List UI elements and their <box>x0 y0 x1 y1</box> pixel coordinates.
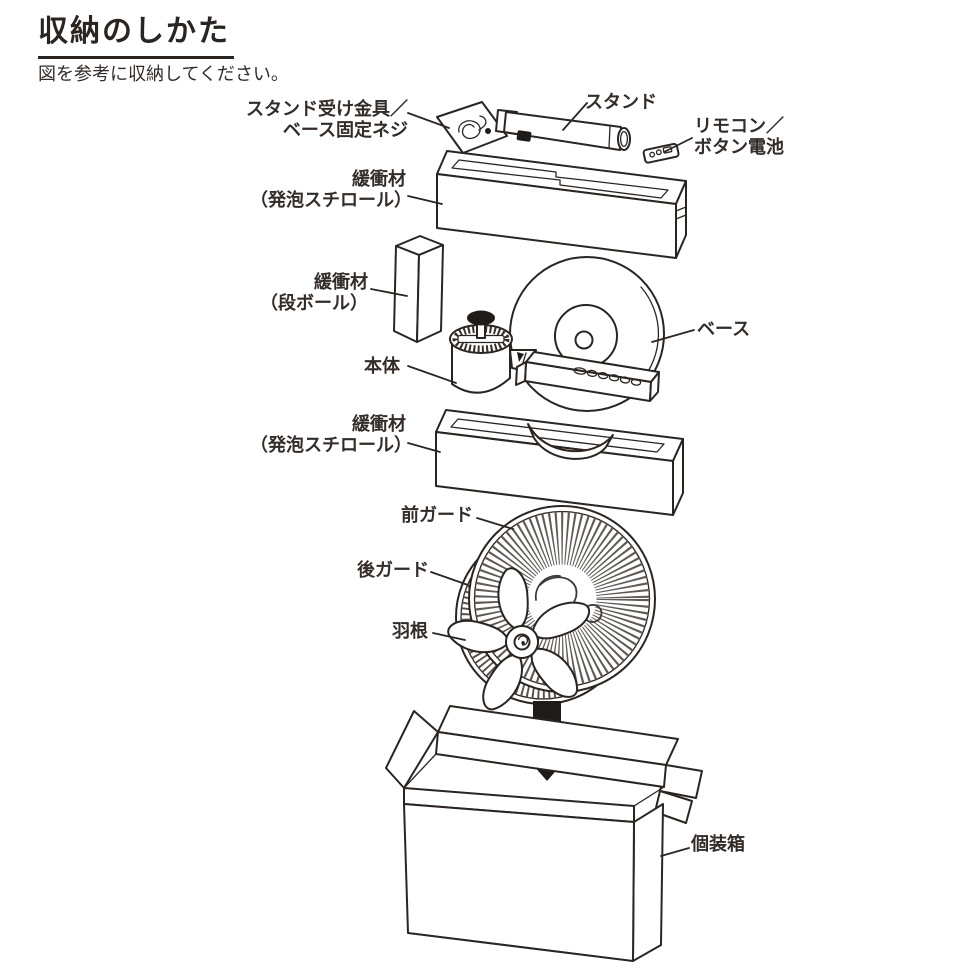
label-cushion-foam-top: 緩衝材 （発泡スチロール） <box>250 169 412 211</box>
foam-top-drawing <box>436 150 687 259</box>
page-title: 収納のしかた <box>38 6 234 59</box>
leader-line <box>562 102 588 131</box>
label-front-guard: 前ガード <box>401 505 473 526</box>
parts-bag-drawing <box>436 101 508 154</box>
label-stand-bracket: スタンド受け金具／ ベース固定ネジ <box>246 99 408 141</box>
body-drawing <box>449 310 513 394</box>
label-remote: リモコン／ ボタン電池 <box>694 116 784 158</box>
leader-line <box>407 442 441 453</box>
leader-line <box>407 195 443 205</box>
stand-drawing <box>495 109 631 151</box>
leader-line <box>430 571 469 586</box>
control-arm-drawing <box>509 349 660 402</box>
leader-line <box>663 137 693 153</box>
label-blade: 羽根 <box>392 621 428 642</box>
leader-line <box>407 365 457 384</box>
leader-line <box>432 632 466 641</box>
foam-bottom-drawing <box>435 409 684 516</box>
label-cushion-foam-bottom: 緩衝材 （発泡スチロール） <box>250 414 412 456</box>
carton-drawing <box>385 705 703 962</box>
blade-drawing <box>444 565 596 717</box>
leader-lines <box>370 102 695 857</box>
cardboard-cushion-drawing <box>393 235 444 343</box>
leader-line <box>651 329 695 343</box>
label-cushion-cardboard: 緩衝材 （段ボール） <box>260 272 368 314</box>
label-body: 本体 <box>364 356 400 377</box>
leader-line <box>660 847 690 857</box>
label-rear-guard: 後ガード <box>357 560 429 581</box>
label-stand: スタンド <box>585 92 657 113</box>
page-subtitle: 図を参考に収納してください。 <box>38 64 289 85</box>
label-base: ベース <box>697 319 751 340</box>
leader-line <box>407 112 450 129</box>
label-box: 個装箱 <box>691 834 745 855</box>
leader-line <box>370 288 408 297</box>
leader-line <box>476 517 514 530</box>
